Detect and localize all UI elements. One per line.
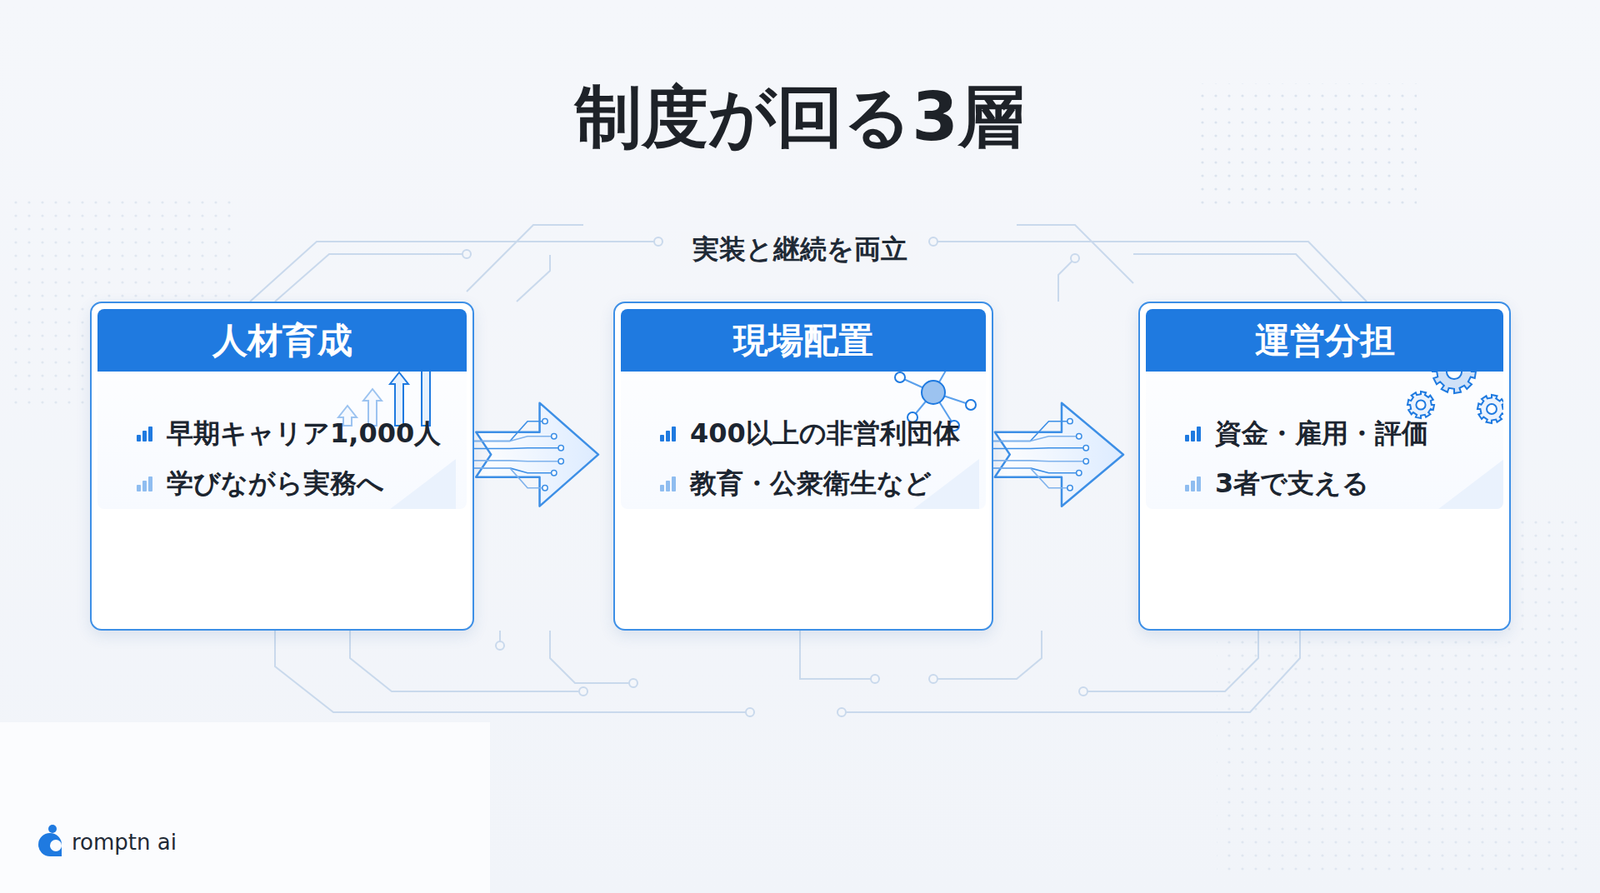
card-body: 資金・雇用・評価 3者で支える	[1145, 371, 1504, 510]
trace-node	[1083, 458, 1089, 464]
card-inner: 運営分担資金・雇用・評価 3者で支える	[1145, 309, 1504, 510]
bullet-icon	[658, 425, 680, 444]
card-body: 400以上の非営利団体教育・公衆衛生など	[620, 371, 986, 510]
card-inner: 現場配置 400以上の非営利団体教育・公衆衛生など	[620, 309, 986, 510]
circuit-trace	[472, 436, 555, 442]
trace-node	[558, 445, 564, 450]
trace-node	[1067, 418, 1073, 424]
bullet-icon	[135, 475, 157, 494]
card-inner: 人材育成早期キャリア1,000人学びながら実務へ	[97, 309, 467, 510]
card-header: 人材育成	[97, 309, 467, 372]
label-holder: 実装と継続を両立	[0, 231, 1600, 269]
bullet-icon	[1183, 425, 1205, 444]
bullet-row: 400以上の非営利団体	[658, 409, 986, 460]
trace-node	[551, 470, 557, 475]
bullet-text: 教育・公衆衛生など	[690, 465, 932, 503]
bullet-row: 学びながら実務へ	[135, 459, 467, 510]
circuit-trace	[991, 436, 1080, 442]
logo-mark	[38, 825, 62, 857]
flow-arrow	[475, 403, 599, 507]
trace-node	[1083, 445, 1089, 450]
card-header: 運営分担	[1145, 309, 1504, 372]
bullet-icon	[1183, 475, 1205, 494]
card-header: 現場配置	[620, 309, 986, 372]
card-heading: 人材育成	[212, 317, 353, 365]
title-block: 制度が回る3層	[0, 73, 1600, 164]
bullet-text: 学びながら実務へ	[166, 465, 385, 503]
trace-node	[1076, 433, 1082, 439]
trace-node	[1076, 470, 1082, 475]
trace-node	[1067, 485, 1073, 490]
trace-node	[542, 418, 548, 424]
bullet-icon	[658, 475, 680, 494]
connector-group	[991, 403, 1124, 507]
circuit-trace	[991, 460, 1086, 462]
layer-card: 運営分担資金・雇用・評価 3者で支える	[1138, 301, 1511, 631]
circuit-trace	[991, 447, 1086, 450]
circuit-trace	[991, 421, 1070, 442]
circuit-trace	[472, 421, 545, 442]
flow-arrow	[995, 403, 1124, 507]
card-body: 早期キャリア1,000人学びながら実務へ	[97, 371, 467, 510]
layer-card: 現場配置 400以上の非営利団体教育・公衆衛生など	[613, 301, 994, 631]
bullet-text: 資金・雇用・評価	[1215, 415, 1429, 453]
bullet-row: 資金・雇用・評価	[1183, 409, 1504, 460]
card-heading: 現場配置	[733, 317, 874, 365]
circuit-trace	[991, 468, 1080, 474]
card-heading: 運営分担	[1255, 317, 1395, 365]
trace-node	[558, 458, 564, 464]
bullet-row: 早期キャリア1,000人	[135, 409, 467, 460]
layer-card: 人材育成早期キャリア1,000人学びながら実務へ	[90, 301, 475, 631]
subtitle: 実装と継続を両立	[680, 231, 920, 267]
bullet-text: 3者で支える	[1215, 465, 1370, 503]
trace-node	[542, 485, 548, 490]
bullet-text: 早期キャリア1,000人	[166, 415, 441, 453]
bullet-text: 400以上の非営利団体	[690, 415, 960, 453]
bullet-icon	[135, 425, 157, 444]
trace-node	[551, 433, 557, 439]
label-holder: romptn ai	[71, 830, 177, 855]
connector-group	[472, 403, 599, 507]
bullet-row: 3者で支える	[1183, 459, 1504, 510]
circuit-trace	[472, 460, 561, 462]
circuit-trace	[991, 468, 1070, 489]
diagram-title: 制度が回る3層	[575, 78, 1025, 156]
bullet-row: 教育・公衆衛生など	[658, 459, 986, 510]
logo-text: romptn ai	[71, 830, 177, 855]
circuit-trace	[472, 468, 545, 489]
circuit-trace	[472, 447, 561, 450]
